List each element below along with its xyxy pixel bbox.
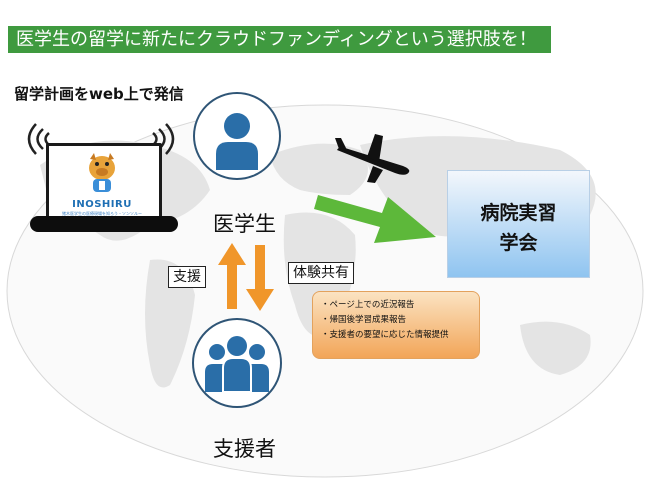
airplane-icon xyxy=(335,134,410,183)
logo-subtitle: 猪木医学生の医療現場を知ろう・ソンソルー xyxy=(62,211,142,216)
boar-mascot-icon xyxy=(89,153,115,192)
student-label: 医学生 xyxy=(213,212,276,236)
info-item-result-report: ・帰国後学習成果報告 xyxy=(321,315,407,325)
destination-conference: 学会 xyxy=(499,232,538,254)
info-item-requested-info: ・支援者の要望に応じた情報提供 xyxy=(321,330,449,340)
laptop-base xyxy=(30,216,178,232)
supporter-label: 支援者 xyxy=(213,437,276,461)
tag-support: 支援 xyxy=(168,266,206,288)
person-icon xyxy=(216,113,258,170)
group-icon xyxy=(205,336,269,392)
logo-name: INOSHIRU xyxy=(72,199,132,210)
support-exchange-arrows xyxy=(218,243,274,311)
caption-web-publish: 留学計画をweb上で発信 xyxy=(14,85,184,103)
destination-box xyxy=(447,170,590,278)
header-banner: 医学生の留学に新たにクラウドファンディングという選択肢を！ xyxy=(8,26,551,53)
green-arrow xyxy=(314,195,436,243)
info-item-progress-report: ・ページ上での近況報告 xyxy=(321,300,415,310)
destination-hospital-training: 病院実習 xyxy=(480,202,557,224)
info-box: ・ページ上での近況報告 ・帰国後学習成果報告 ・支援者の要望に応じた情報提供 xyxy=(312,291,480,359)
tag-experience-share: 体験共有 xyxy=(288,262,354,284)
